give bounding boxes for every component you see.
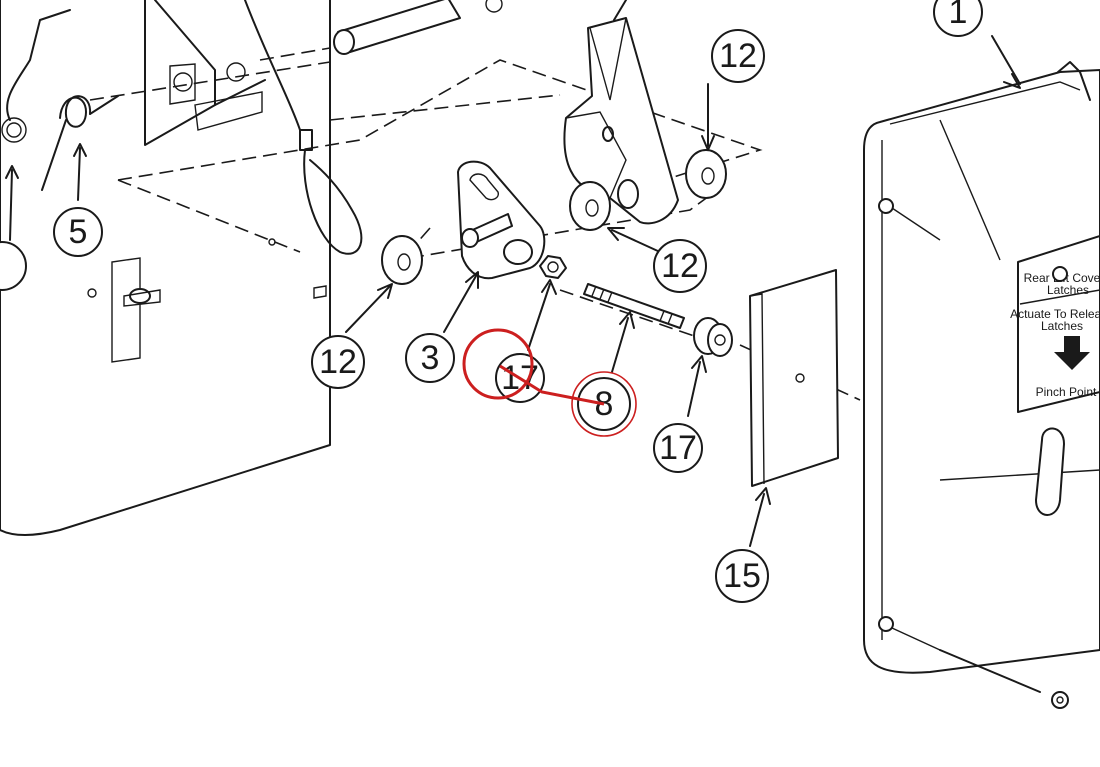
svg-text:12: 12 <box>319 343 357 381</box>
callout-12-left: 12 <box>311 335 365 389</box>
cable-loop <box>244 0 363 255</box>
markup-circle-large <box>462 328 534 400</box>
rubber-pad <box>749 269 839 487</box>
svg-text:3: 3 <box>421 339 440 377</box>
clevis-pin <box>333 0 503 55</box>
svg-text:5: 5 <box>69 213 88 251</box>
callout-12-middle: 12 <box>653 239 707 293</box>
mounting-plate <box>0 0 331 536</box>
decal-warning: Pinch Point <box>1036 385 1097 399</box>
callout-1: 1 <box>933 0 983 37</box>
hinge-bracket <box>144 0 266 146</box>
svg-text:12: 12 <box>661 247 699 285</box>
red-markup <box>462 328 637 437</box>
markup-connector <box>499 364 605 406</box>
svg-text:17: 17 <box>659 429 697 467</box>
svg-text:12: 12 <box>719 37 757 75</box>
latch-plate <box>457 160 546 280</box>
cover-screw <box>939 649 1069 709</box>
washer-right <box>685 149 727 199</box>
markup-circle-small <box>571 371 637 437</box>
svg-text:1: 1 <box>949 0 968 31</box>
decal-line3: Actuate To Release <box>1010 307 1100 321</box>
hex-nut <box>539 255 567 279</box>
callout-17-right: 17 <box>653 423 703 473</box>
leader-lines <box>5 0 1021 547</box>
decal-line4: Latches <box>1041 319 1083 333</box>
callout-15: 15 <box>715 549 769 603</box>
spacer <box>693 317 733 357</box>
warning-decal: Rear Lift Cover Latches Actuate To Relea… <box>1010 235 1100 413</box>
torsion-spring <box>41 95 119 191</box>
threaded-rod <box>583 283 685 329</box>
callout-3: 3 <box>405 333 455 383</box>
callout-5: 5 <box>53 207 103 257</box>
spring-wire <box>1 9 71 143</box>
callout-12-top: 12 <box>711 29 765 83</box>
svg-text:15: 15 <box>723 557 761 595</box>
arrow-down-icon <box>1054 336 1090 370</box>
lift-cover <box>863 61 1100 674</box>
washer-left <box>381 235 423 285</box>
washer-middle <box>569 181 611 231</box>
callout-partial-left <box>0 241 27 291</box>
